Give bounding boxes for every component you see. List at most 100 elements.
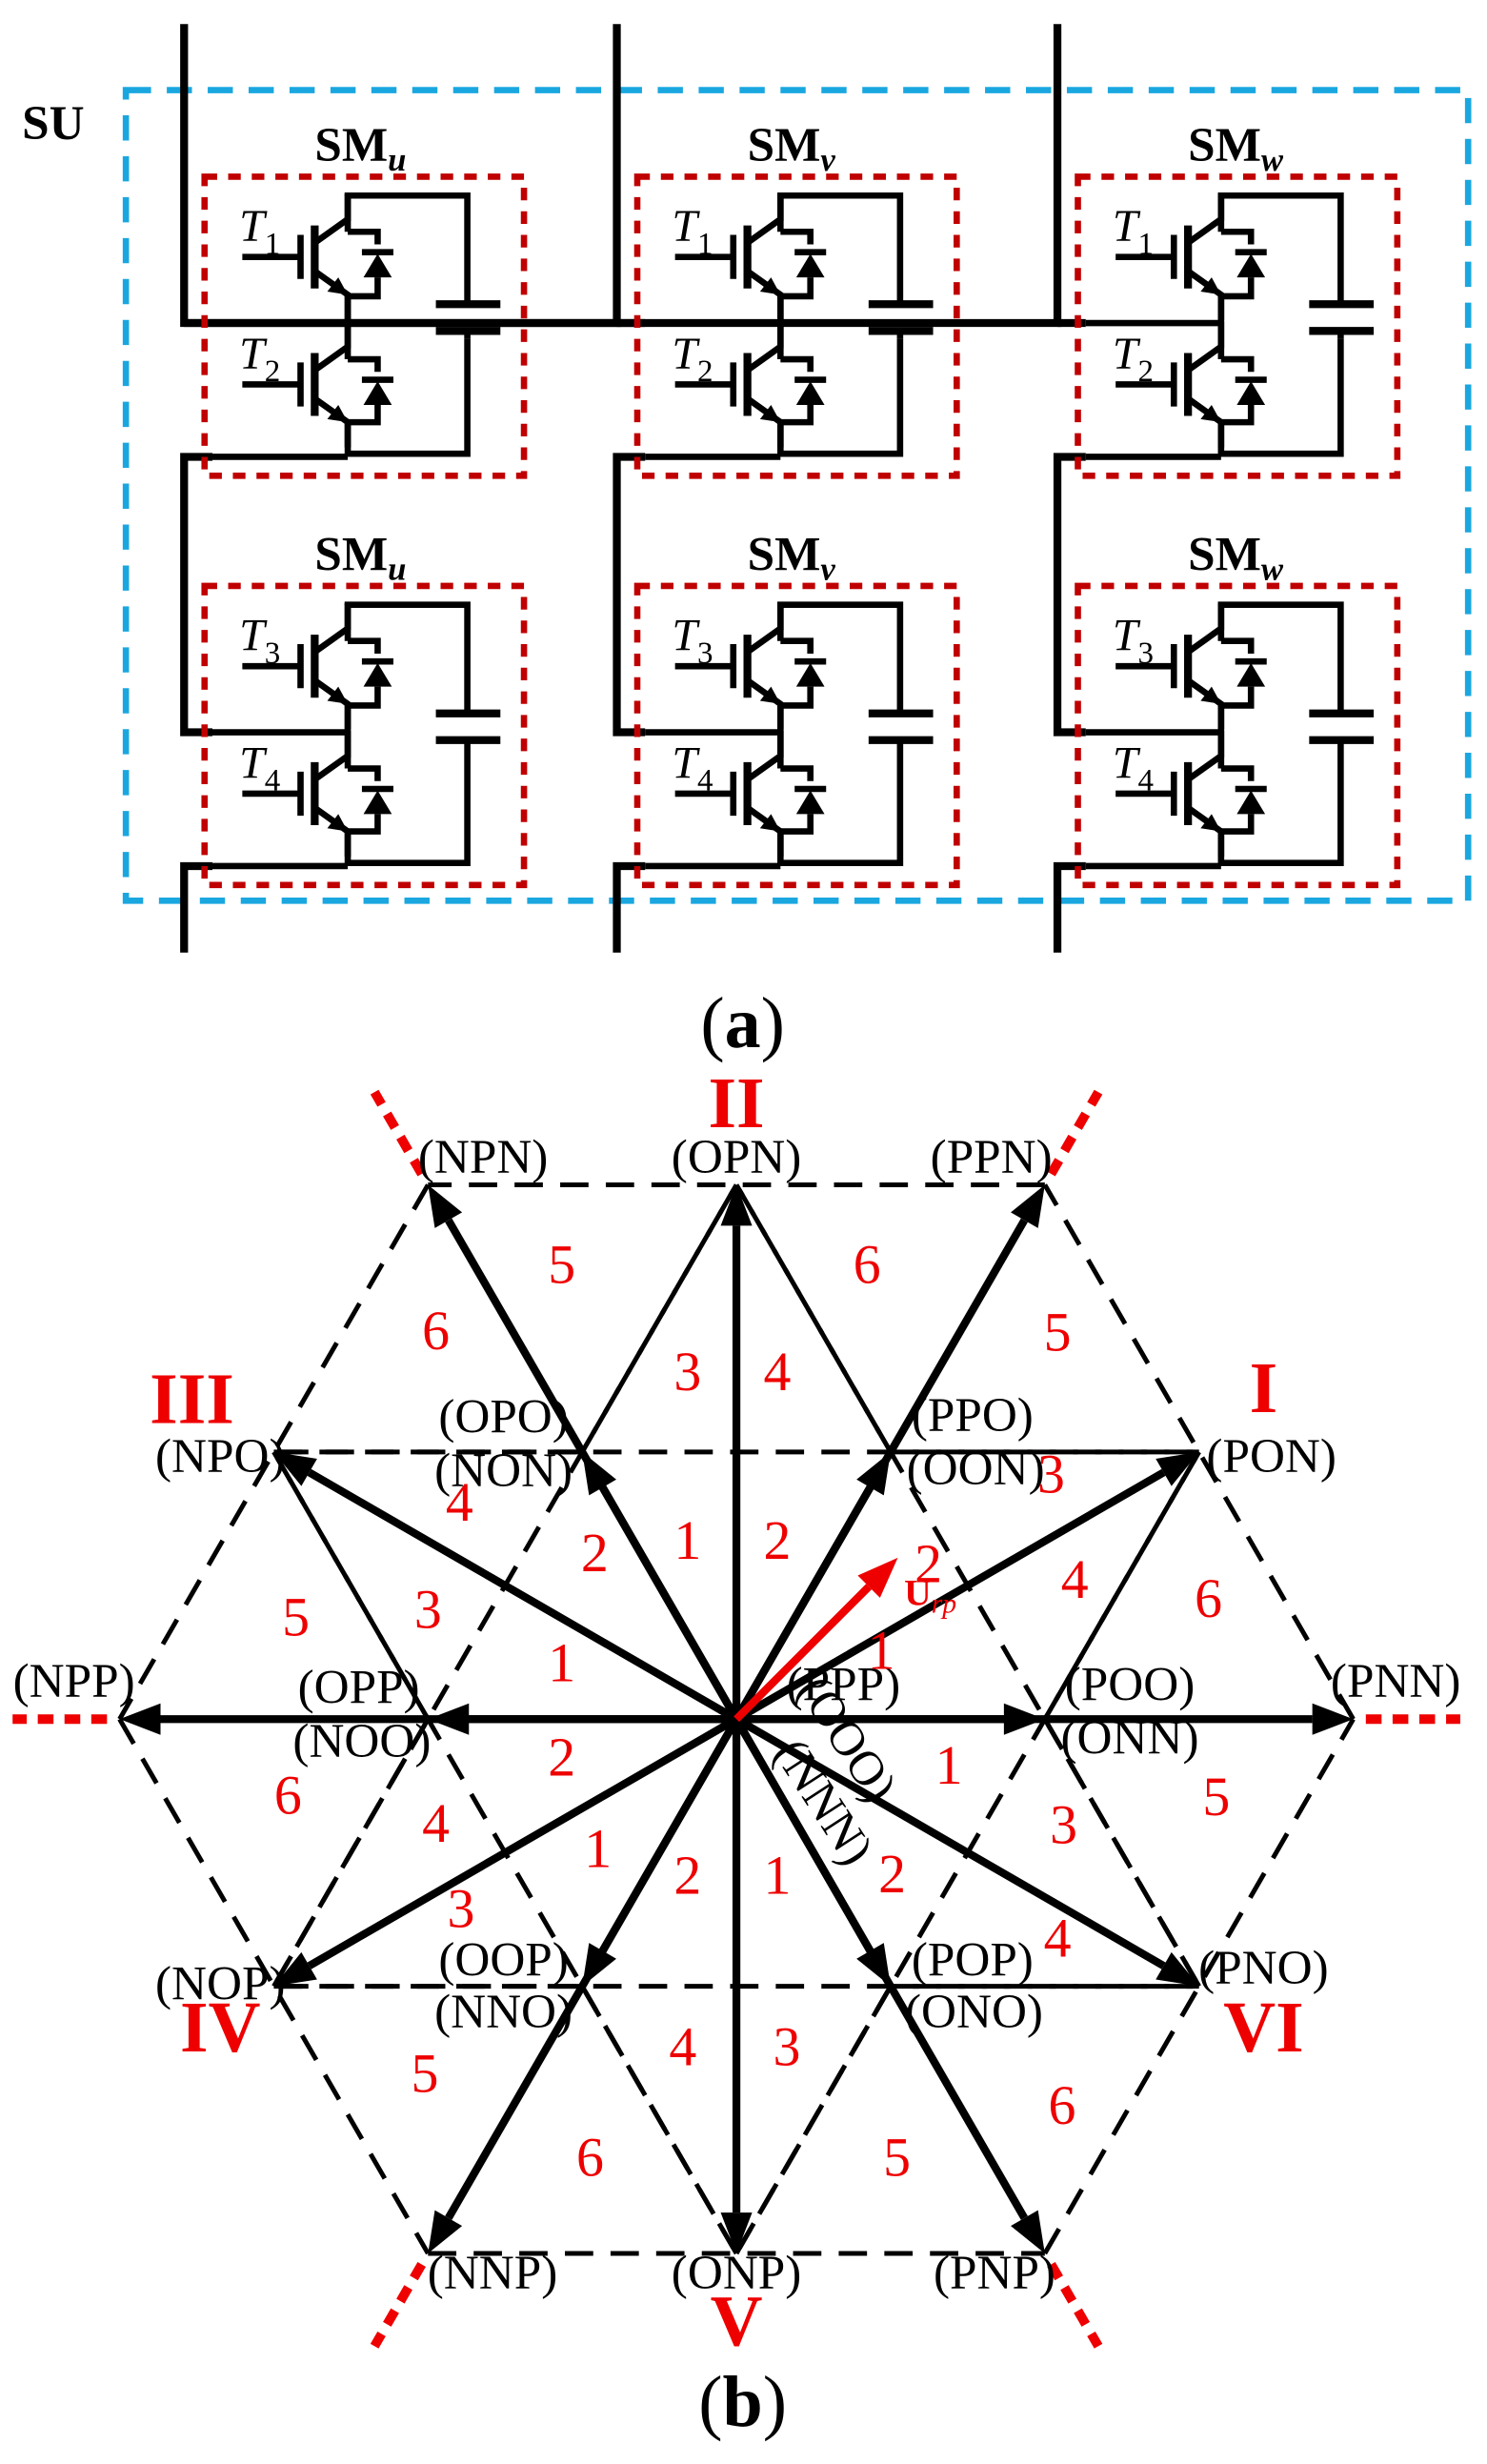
inner-vertex-label: (OPP) (298, 1661, 420, 1715)
lattice-edge (117, 1718, 431, 2255)
collector-lead (1186, 603, 1225, 655)
region-number: 2 (914, 1533, 942, 1595)
center-label: (PPP) (787, 1657, 901, 1711)
phase-wire-bottom (613, 861, 646, 953)
submodule-boundary (1075, 582, 1401, 889)
inner-vertex-label: (NNO) (434, 1985, 573, 2039)
outer-vertex-label: (NPP) (13, 1654, 135, 1708)
phase-wire-bottom (1053, 861, 1086, 953)
diode-triangle (795, 662, 825, 687)
outer-vertex-label: (OPN) (672, 1130, 802, 1184)
region-number: 1 (935, 1734, 963, 1796)
transistor-label: T2 (672, 329, 713, 389)
bottom-rail (777, 748, 904, 866)
region-number: 6 (854, 1234, 881, 1296)
lattice-line (580, 1985, 739, 2255)
lattice-edge (117, 1183, 431, 1721)
emitter-lead (1186, 395, 1225, 448)
lattice-line (1042, 1718, 1201, 1988)
collector-lead (312, 193, 352, 246)
region-number: 5 (548, 1234, 575, 1296)
emitter-arrow (1200, 686, 1221, 704)
emitter-arrow (759, 686, 781, 704)
su-boundary (122, 87, 1472, 904)
region-number: 6 (274, 1764, 302, 1826)
region-number: 6 (1195, 1567, 1222, 1629)
region-number: 4 (422, 1792, 450, 1854)
transistor-label: T4 (1113, 737, 1154, 798)
large-vector-head (119, 1703, 161, 1735)
inner-vertex-label: (ONO) (905, 1985, 1043, 2039)
large-vector-head (1312, 1703, 1354, 1735)
submodule-title: SMu (314, 118, 406, 178)
emitter-lead (745, 805, 784, 858)
inner-vertex-label: (OOP) (438, 1933, 568, 1988)
top-rail (1217, 192, 1344, 296)
submodule-boundary (1075, 173, 1401, 479)
collector-lead (745, 321, 784, 374)
lattice-edge (1042, 1183, 1356, 1721)
diode-triangle (363, 662, 392, 687)
emitter-arrow (327, 686, 349, 704)
sector-label: IV (180, 1988, 261, 2068)
caption-b: (b) (698, 2362, 787, 2442)
diode-triangle (795, 381, 825, 405)
emitter-arrow (327, 277, 349, 295)
region-number: 4 (1061, 1548, 1089, 1610)
transistor-label: T1 (1113, 201, 1154, 261)
region-number: 3 (414, 1578, 442, 1640)
collector-lead (312, 603, 352, 655)
submodule-title: SMw (1188, 527, 1284, 587)
voltage-vectors (119, 1184, 1354, 2254)
region-number: 4 (446, 1471, 473, 1533)
top-rail (344, 601, 471, 706)
diode-triangle (363, 253, 392, 278)
collector-lead (1186, 193, 1225, 246)
medium-vector (734, 1715, 1166, 1969)
submodule-title: SMv (748, 118, 836, 178)
sector-boundary (370, 1089, 426, 1177)
bottom-rail (344, 748, 471, 866)
inner-vertex-label: (PPO) (912, 1388, 1034, 1443)
inner-vertex-label: (NOO) (292, 1714, 431, 1768)
large-vector (733, 1717, 1028, 2220)
diode-triangle (795, 790, 825, 815)
transistor-label: T3 (672, 611, 713, 671)
emitter-lead (312, 677, 352, 730)
medium-vector (307, 1715, 739, 1969)
diode-triangle (795, 253, 825, 278)
lattice-line (733, 1183, 894, 1454)
region-number: 3 (1037, 1443, 1065, 1505)
figure-a-submodule-circuit: SU SMuT1T2SMvT1T2SMwT1T2SMuT3T4SMvT3T4SM… (22, 24, 1472, 1063)
region-number: 5 (883, 2126, 911, 2188)
emitter-lead (745, 395, 784, 448)
transistor-label: T1 (672, 201, 713, 261)
phase-wire-mid (613, 453, 646, 737)
top-rail (1217, 601, 1344, 706)
top-rail (344, 192, 471, 296)
region-number: 2 (878, 1843, 906, 1905)
region-number: 4 (1044, 1908, 1072, 1969)
diode-triangle (1236, 662, 1266, 687)
phase-wire-mid (1053, 453, 1086, 737)
large-vector (733, 1218, 1028, 1722)
emitter-lead (1186, 805, 1225, 858)
transistor-label: T3 (239, 611, 280, 671)
region-number: 1 (764, 1845, 792, 1907)
emitter-lead (1186, 677, 1225, 730)
region-number: 5 (282, 1586, 310, 1648)
sector-boundary (370, 2261, 426, 2349)
bottom-rail (344, 338, 471, 457)
emitter-arrow (1200, 277, 1221, 295)
diode-triangle (1236, 381, 1266, 405)
sector-label: III (150, 1360, 234, 1440)
lattice-line (271, 1718, 431, 1988)
medium-vector (734, 1468, 1166, 1723)
transistor-label: T4 (239, 737, 280, 798)
region-number: 2 (581, 1522, 609, 1584)
region-number: 6 (1049, 2074, 1076, 2136)
